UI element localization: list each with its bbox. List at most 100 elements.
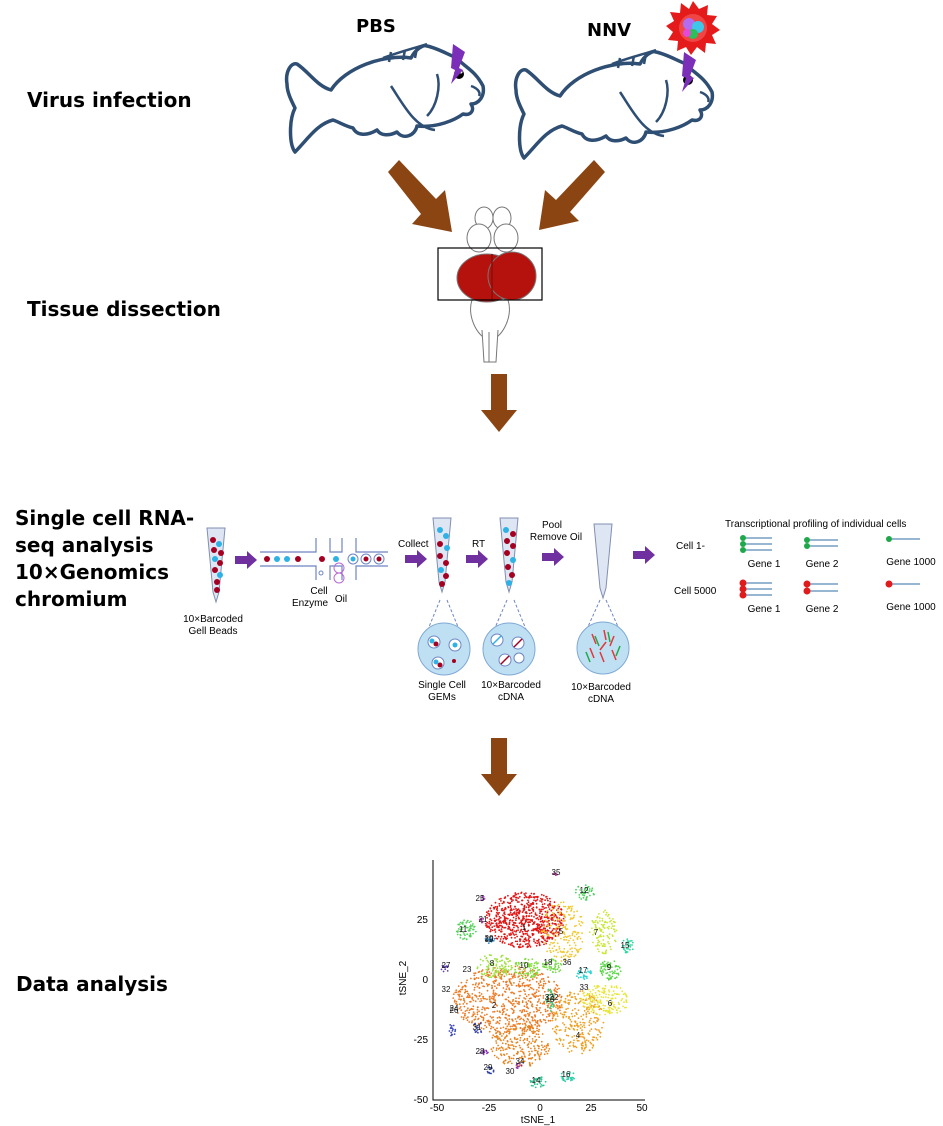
group-nnv-label: NNV (587, 20, 632, 41)
tsne-y-tick: -25 (414, 1035, 429, 1046)
tsne-cluster-cloud (486, 1066, 495, 1075)
tsne-cluster-cloud (551, 990, 605, 1055)
tsne-cluster-cloud (576, 967, 592, 980)
step-scrna-line3: 10×Genomics (15, 560, 170, 584)
tsne-cluster-label: 14 (532, 1076, 541, 1085)
tsne-cluster-cloud (580, 984, 628, 1016)
gem-tube-icon (432, 517, 452, 593)
tsne-y-tick: 25 (417, 915, 429, 926)
step-scrna-line2: seq analysis (15, 533, 154, 557)
tsne-cluster-label: 36 (563, 958, 572, 967)
tsne-y-label: tSNE_2 (398, 960, 409, 995)
gems-label: Single Cell GEMs (410, 680, 474, 704)
tsne-cluster-label: 18 (544, 958, 553, 967)
tsne-cluster-label: 33 (580, 983, 589, 992)
gene-2-label-a: Gene 2 (805, 559, 839, 570)
tsne-x-label: tSNE_1 (521, 1115, 556, 1126)
tsne-cluster-label: 17 (579, 966, 588, 975)
tsne-x-tick: 25 (585, 1103, 597, 1114)
collect-label: Collect (398, 539, 429, 550)
tsne-cluster-cloud (552, 872, 559, 877)
tsne-cluster-label: 7 (594, 928, 599, 937)
cdna2-label-line2: cDNA (587, 694, 615, 705)
beads-label: 10×Barcoded Gell Beads (178, 614, 248, 638)
tsne-cluster-cloud (448, 1024, 457, 1037)
tsne-cluster-cloud (560, 1071, 575, 1083)
tsne-cluster-label: 24 (450, 1004, 459, 1013)
tsne-cluster-label: 35 (552, 868, 561, 877)
gene-profile-cell1-icon (740, 535, 920, 553)
tsne-x-tick: -25 (482, 1103, 497, 1114)
tsne-cluster-cloud (514, 957, 541, 979)
tsne-cluster-label: 30 (506, 1067, 515, 1076)
cell-5000-label: Cell 5000 (674, 586, 717, 597)
brain-icon (437, 206, 543, 363)
profiling-title: Transcriptional profiling of individual … (725, 519, 907, 530)
tsne-cluster-label: 11 (459, 925, 468, 934)
step-scrna-line1: Single cell RNA- (15, 506, 195, 530)
tsne-cluster-label: 19 (485, 935, 494, 944)
tsne-cluster-label: 10 (520, 961, 529, 970)
cdna2-label-line1: 10×Barcoded (571, 682, 631, 693)
tsne-cluster-cloud (478, 917, 485, 924)
tsne-cluster-label: 1 (522, 923, 527, 932)
step-scrna-seq: Single cell RNA- seq analysis 10×Genomic… (15, 505, 194, 613)
remove-oil-label: Remove Oil (529, 532, 583, 543)
gems-label-line1: Single Cell (418, 680, 466, 691)
tsne-cluster-label: 3 (545, 993, 550, 1002)
tsne-cluster-label: 29 (484, 1063, 493, 1072)
virus-icon (666, 1, 720, 55)
cdna1-label-line1: 10×Barcoded (481, 680, 541, 691)
group-pbs-label: PBS (356, 16, 396, 37)
arrow-nnv-to-brain-icon (539, 160, 605, 230)
tsne-cluster-label: 9 (607, 963, 612, 972)
tsne-cluster-label: 23 (463, 965, 472, 974)
tsne-y-tick: -50 (414, 1095, 429, 1106)
chip-droplets-icon (264, 553, 385, 584)
tsne-cluster-cloud (542, 958, 563, 974)
tsne-cluster-label: 16 (562, 1070, 571, 1079)
tsne-cluster-cloud (540, 901, 584, 962)
tsne-cluster-label: 13 (546, 995, 555, 1004)
tsne-cluster-label: 15 (621, 941, 630, 950)
tsne-cluster-cloud (529, 1076, 547, 1089)
cell-1-label: Cell 1- (676, 541, 705, 552)
tsne-points (440, 872, 634, 1089)
tsne-cluster-label: 34 (516, 1057, 525, 1066)
cdna1-label-line2: cDNA (497, 692, 525, 703)
step-scrna-line4: chromium (15, 587, 128, 611)
step-tissue-dissection: Tissue dissection (27, 297, 221, 321)
enzyme-label: Enzyme (291, 598, 329, 609)
tsne-cluster-label: 26 (450, 1006, 459, 1015)
tsne-cluster-label: 22 (550, 993, 559, 1002)
gene-1000-label-a: Gene 1000 (886, 557, 936, 568)
tsne-x-tick: 50 (636, 1103, 648, 1114)
oil-label: Oil (334, 594, 348, 605)
tsne-cluster-cloud (545, 988, 555, 1012)
tsne-cluster-label: 4 (576, 1031, 581, 1040)
tsne-axes (432, 860, 645, 1101)
tsne-cluster-cloud (452, 965, 563, 1034)
tsne-cluster-label: 5 (559, 927, 564, 936)
tsne-cluster-label: 31 (473, 1023, 482, 1032)
tsne-cluster-label: 32 (442, 985, 451, 994)
tsne-cluster-label: 8 (490, 959, 495, 968)
gene-1-label-b: Gene 1 (747, 604, 781, 615)
pooled-cdna-circle-icon (576, 621, 630, 675)
bead-tube-icon (206, 527, 226, 603)
tsne-cluster-label: 21 (479, 915, 488, 924)
tsne-cluster-label: 27 (442, 961, 451, 970)
rt-label: RT (472, 539, 486, 550)
tsne-cluster-cloud (480, 894, 486, 902)
tsne-cluster-cloud (588, 909, 618, 955)
cell-label: Cell (310, 586, 328, 597)
tsne-cluster-cloud (455, 919, 477, 941)
tsne-x-tick: 0 (537, 1103, 543, 1114)
tsne-cluster-cloud (440, 964, 449, 973)
tsne-cluster-cloud (484, 937, 496, 944)
tsne-cluster-label: 6 (608, 999, 613, 1008)
